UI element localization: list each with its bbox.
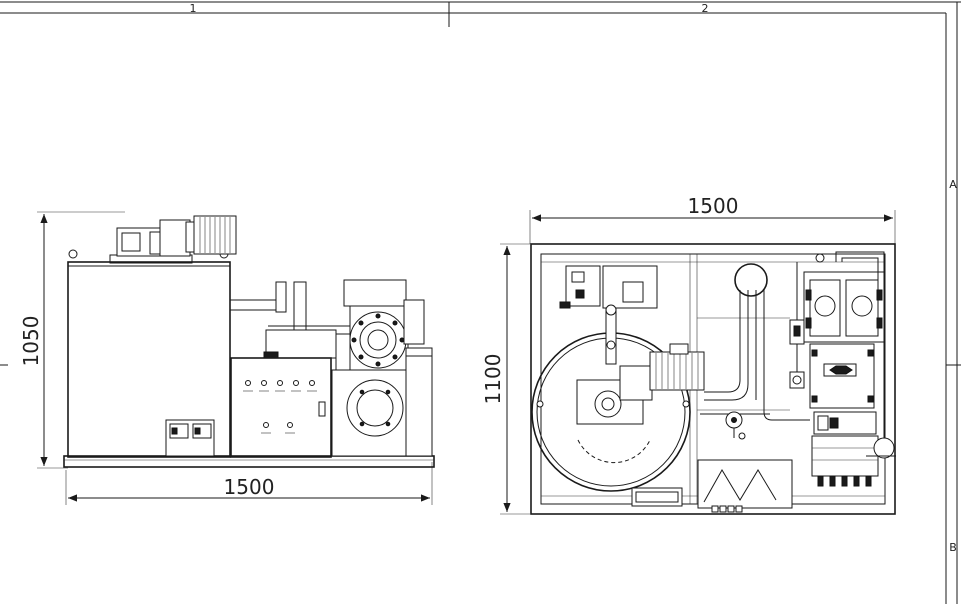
top-width-dimension: 1500 bbox=[529, 194, 896, 244]
front-view: 1050 1500 bbox=[19, 211, 435, 505]
top-height-dimension: 1100 bbox=[481, 243, 530, 515]
frame-col-label-2: 2 bbox=[702, 2, 709, 15]
motor-fins-top bbox=[655, 353, 699, 389]
front-height-dimension: 1050 bbox=[19, 211, 125, 469]
receiver-feet bbox=[817, 475, 872, 487]
compressor-bolts bbox=[351, 313, 405, 367]
top-width-label: 1500 bbox=[688, 194, 739, 218]
motor-fins-front bbox=[199, 217, 231, 253]
control-panel-knobs bbox=[243, 380, 326, 434]
top-view: 1500 1100 bbox=[481, 194, 896, 515]
front-width-dimension: 1500 bbox=[65, 462, 433, 505]
frame-row-label-b: B bbox=[949, 541, 957, 554]
top-height-label: 1100 bbox=[481, 354, 505, 405]
frame-col-label-1: 1 bbox=[190, 2, 197, 15]
frame-row-label-a: A bbox=[949, 178, 957, 191]
front-width-label: 1500 bbox=[224, 475, 275, 499]
front-height-label: 1050 bbox=[19, 316, 43, 367]
terminal-block bbox=[711, 505, 743, 513]
